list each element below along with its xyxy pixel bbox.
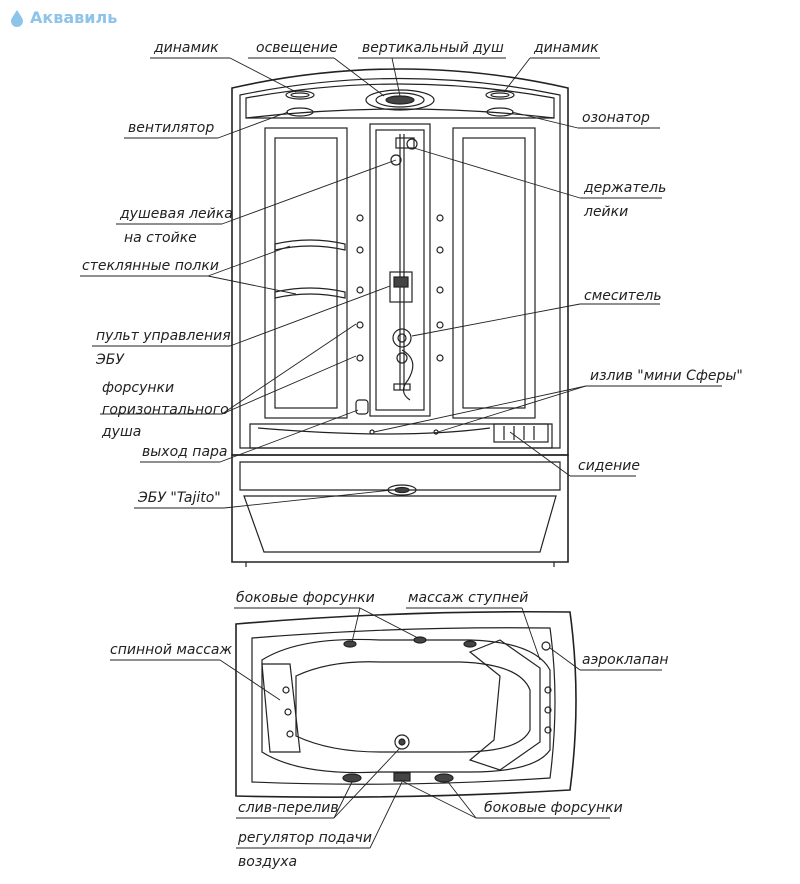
label-air-regulator-2: воздуха bbox=[238, 854, 298, 870]
label-jets-1: форсунки bbox=[102, 380, 175, 396]
label-jets-3: душа bbox=[102, 424, 142, 440]
aero-valve bbox=[541, 641, 551, 651]
drain bbox=[394, 734, 410, 750]
label-speaker-left: динамик bbox=[154, 40, 219, 56]
label-foot-massage: массаж ступней bbox=[408, 590, 529, 606]
control-panel bbox=[389, 271, 413, 303]
label-fan: вентилятор bbox=[128, 120, 215, 136]
bottom-fittings bbox=[342, 772, 454, 783]
label-holder-1: держатель bbox=[584, 180, 667, 196]
label-hand-shower-2: на стойке bbox=[124, 230, 197, 246]
horizontal-jets bbox=[356, 214, 444, 362]
label-side-jets-bottom: боковые форсунки bbox=[484, 800, 623, 816]
leader-lines bbox=[80, 57, 722, 849]
label-steam-outlet: выход пара bbox=[142, 444, 228, 460]
label-ebu-tajito: ЭБУ "Tajito" bbox=[138, 490, 221, 506]
mixer bbox=[392, 328, 412, 348]
label-jets-2: горизонтального bbox=[102, 402, 229, 418]
label-mini-sphere-spout: излив "мини Сферы" bbox=[590, 368, 743, 384]
label-air-regulator-1: регулятор подачи bbox=[238, 830, 372, 846]
bath-top-view bbox=[235, 610, 577, 798]
label-drain-overflow: слив-перелив bbox=[238, 800, 339, 816]
top-light bbox=[365, 89, 435, 111]
label-mixer: смеситель bbox=[584, 288, 662, 304]
central-column bbox=[369, 123, 431, 417]
speaker-left bbox=[285, 90, 315, 100]
label-back-massage: спинной массаж bbox=[110, 642, 233, 658]
label-holder-2: лейки bbox=[584, 204, 629, 220]
label-vertical-shower: вертикальный душ bbox=[362, 40, 504, 56]
back-massage-pad bbox=[261, 663, 301, 753]
label-lighting: освещение bbox=[256, 40, 338, 56]
side-jets-top bbox=[343, 636, 477, 648]
logo-text: Аквавиль bbox=[30, 8, 118, 27]
label-side-jets-top: боковые форсунки bbox=[236, 590, 375, 606]
hand-shower-head bbox=[390, 154, 402, 166]
label-control-panel-1: пульт управления bbox=[96, 328, 231, 344]
label-control-panel-2: ЭБУ bbox=[96, 352, 124, 368]
seat bbox=[493, 423, 549, 443]
logo: Аквавиль bbox=[8, 8, 117, 27]
right-panel bbox=[452, 127, 536, 419]
label-ozonator: озонатор bbox=[582, 110, 650, 126]
label-speaker-right: динамик bbox=[534, 40, 599, 56]
speaker-right bbox=[485, 90, 515, 100]
label-aero-valve: аэроклапан bbox=[582, 652, 669, 668]
label-hand-shower-1: душевая лейка bbox=[120, 206, 233, 222]
label-seat: сидение bbox=[578, 458, 640, 474]
foot-massage bbox=[468, 639, 552, 771]
glass-shelves bbox=[274, 239, 346, 299]
left-panel bbox=[264, 127, 348, 419]
label-glass-shelves: стеклянные полки bbox=[82, 258, 219, 274]
cabin-front-view bbox=[231, 68, 569, 567]
water-drop-icon bbox=[11, 9, 23, 27]
steam-outlet bbox=[355, 399, 369, 415]
